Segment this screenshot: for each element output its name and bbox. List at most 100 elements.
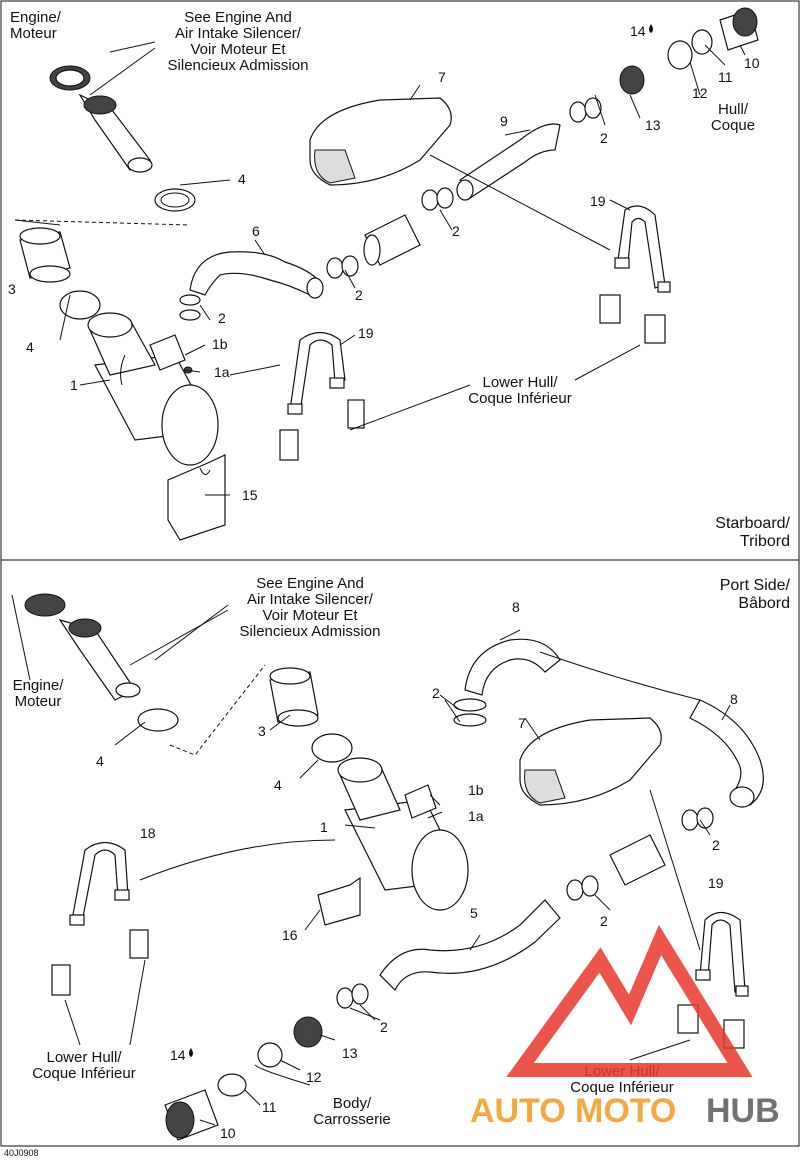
callout-7-top: 7 bbox=[438, 69, 446, 85]
top-see-engine-4: Silencieux Admission bbox=[168, 57, 309, 74]
callout-4-top-b: 4 bbox=[26, 339, 34, 355]
top-section-title-1: Starboard/ bbox=[715, 515, 790, 532]
watermark-text-hub: HUB bbox=[706, 1092, 780, 1130]
outlet-10-top bbox=[719, 7, 759, 51]
bottom-lower-hull-left-2: Coque Inférieur bbox=[32, 1065, 135, 1082]
top-see-engine-2: Air Intake Silencer/ bbox=[175, 25, 302, 42]
perforated-duct-top bbox=[363, 214, 421, 266]
callout-12-bottom: 12 bbox=[306, 1069, 322, 1085]
callout-19-top-b: 19 bbox=[358, 325, 374, 341]
hose-8 bbox=[464, 638, 764, 808]
callout-8-bottom-a: 8 bbox=[512, 599, 520, 615]
callout-19-bottom: 19 bbox=[708, 875, 724, 891]
top-engine-label-1: Engine/ bbox=[10, 9, 62, 26]
muffler-1-bottom bbox=[337, 757, 469, 911]
document-id: 40J0908 bbox=[4, 1148, 39, 1158]
engine-intake-assembly-bottom bbox=[24, 593, 179, 732]
callout-2-bottom-a: 2 bbox=[432, 685, 440, 701]
callout-16-bottom: 16 bbox=[282, 927, 298, 943]
callout-10-bottom: 10 bbox=[220, 1125, 236, 1141]
callout-14-top: 14 bbox=[630, 23, 646, 39]
bottom-lower-hull-right-2: Coque Inférieur bbox=[570, 1079, 673, 1096]
callout-5-bottom: 5 bbox=[470, 905, 478, 921]
watermark-text-moto: MOTO bbox=[575, 1092, 676, 1130]
clamps-2-top-mid bbox=[179, 187, 454, 321]
callout-19-top-a: 19 bbox=[590, 193, 606, 209]
callout-2-top-a: 2 bbox=[218, 310, 226, 326]
callout-1a-bottom: 1a bbox=[468, 808, 484, 824]
watermark-text-auto: AUTO bbox=[470, 1092, 566, 1130]
top-hull-label-1: Hull/ bbox=[718, 101, 749, 118]
callout-9-top: 9 bbox=[500, 113, 508, 129]
bottom-engine-label-2: Moteur bbox=[15, 693, 62, 710]
sealant-drop-icon bbox=[649, 24, 653, 33]
callout-13-top: 13 bbox=[645, 117, 661, 133]
bottom-see-engine-4: Silencieux Admission bbox=[240, 623, 381, 640]
bracket-16 bbox=[317, 876, 361, 926]
callout-8-bottom-b: 8 bbox=[730, 691, 738, 707]
gasket-12-top bbox=[667, 40, 693, 70]
top-lower-hull-label-2: Coque Inférieur bbox=[468, 390, 571, 407]
gasket-12-bottom bbox=[257, 1042, 283, 1068]
top-section: Engine/ Moteur See Engine And Air Intake… bbox=[8, 7, 791, 550]
bottom-section: See Engine And Air Intake Silencer/ Voir… bbox=[11, 575, 791, 1141]
clamp-2-top-right-b bbox=[584, 97, 602, 119]
callout-6-top: 6 bbox=[252, 223, 260, 239]
callout-2-top-b: 2 bbox=[355, 287, 363, 303]
strap-19-top-right bbox=[599, 205, 671, 344]
callout-1-bottom: 1 bbox=[320, 819, 328, 835]
fitting-13-top bbox=[619, 65, 645, 95]
callout-12-top: 12 bbox=[692, 85, 708, 101]
callout-18-bottom: 18 bbox=[140, 825, 156, 841]
bottom-see-engine-3: Voir Moteur Et bbox=[262, 607, 358, 624]
bracket-15 bbox=[167, 454, 226, 541]
bottom-body-label-1: Body/ bbox=[333, 1095, 372, 1112]
top-engine-label-2: Moteur bbox=[10, 25, 57, 42]
callout-2-bottom-b: 2 bbox=[712, 837, 720, 853]
callout-10-top: 10 bbox=[744, 55, 760, 71]
callout-3-bottom: 3 bbox=[258, 723, 266, 739]
hose-5 bbox=[379, 899, 561, 992]
top-lower-hull-label-1: Lower Hull/ bbox=[482, 374, 558, 391]
callout-1a-top: 1a bbox=[214, 364, 230, 380]
strap-19-top-middle bbox=[279, 331, 365, 461]
bottom-section-title-1: Port Side/ bbox=[720, 577, 791, 594]
bottom-body-label-2: Carrosserie bbox=[313, 1111, 391, 1128]
callout-1b-top: 1b bbox=[212, 336, 228, 352]
top-see-engine-3: Voir Moteur Et bbox=[190, 41, 286, 58]
top-section-title-2: Tribord bbox=[740, 533, 790, 550]
hose-6 bbox=[189, 251, 324, 299]
resonator-7-top bbox=[309, 97, 452, 186]
callout-4-top-a: 4 bbox=[238, 171, 246, 187]
strap-18 bbox=[51, 841, 149, 996]
callout-3-top: 3 bbox=[8, 281, 16, 297]
coupler-3-top bbox=[19, 227, 71, 283]
callout-4-bottom-a: 4 bbox=[96, 753, 104, 769]
watermark-logo: AUTO MOTO HUB bbox=[470, 924, 780, 1130]
clamps-2-bottom bbox=[336, 698, 714, 1009]
clamp-4-bottom-mid bbox=[311, 733, 353, 763]
callout-2-bottom-d: 2 bbox=[380, 1019, 388, 1035]
sealant-drop-icon-bottom bbox=[189, 1048, 193, 1057]
clamp-4-top-left bbox=[59, 290, 101, 320]
resonator-7-bottom bbox=[519, 717, 662, 806]
callout-11-bottom: 11 bbox=[262, 1099, 277, 1115]
bottom-engine-label-1: Engine/ bbox=[13, 677, 65, 694]
ring-11-bottom bbox=[217, 1073, 247, 1097]
callout-4-bottom-b: 4 bbox=[274, 777, 282, 793]
callout-11-top: 11 bbox=[718, 69, 733, 85]
engine-intake-assembly bbox=[49, 65, 196, 212]
callout-1b-bottom: 1b bbox=[468, 782, 484, 798]
watermark-triangle-icon bbox=[506, 924, 753, 1077]
hose-9 bbox=[456, 123, 561, 201]
callout-2-bottom-c: 2 bbox=[600, 913, 608, 929]
top-see-engine-1: See Engine And bbox=[184, 9, 292, 26]
fitting-13-bottom bbox=[293, 1016, 323, 1048]
coupler-3-bottom bbox=[269, 667, 319, 727]
muffler-1-top bbox=[87, 312, 219, 466]
ring-11-top bbox=[691, 29, 713, 55]
bottom-see-engine-1: See Engine And bbox=[256, 575, 364, 592]
callout-15-top: 15 bbox=[242, 487, 258, 503]
